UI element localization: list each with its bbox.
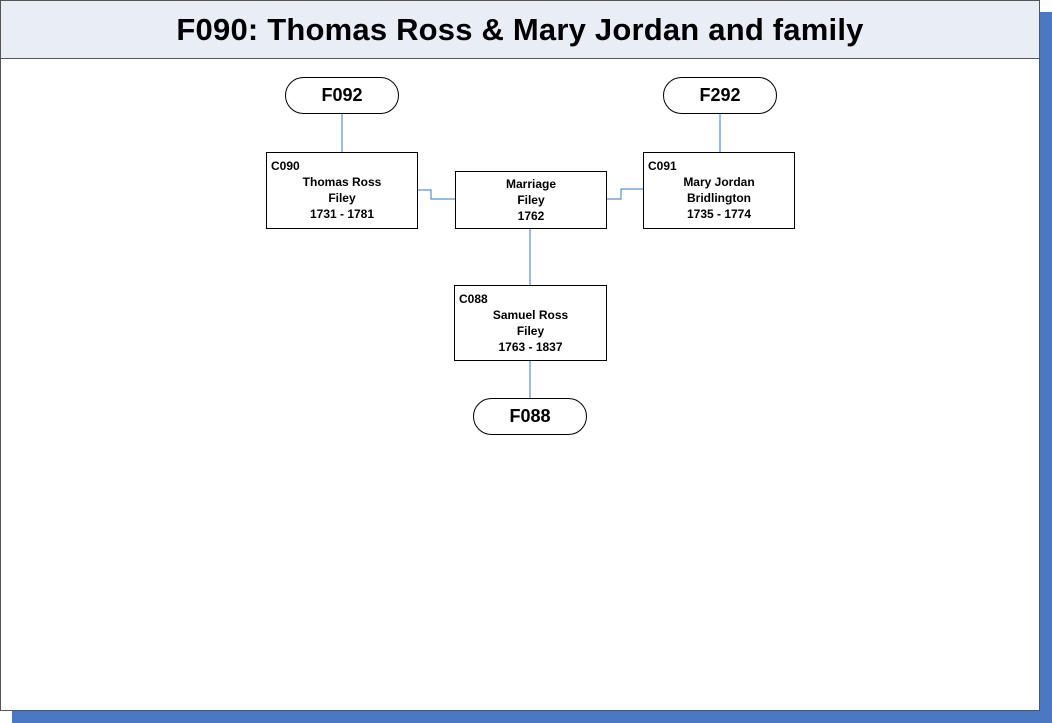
connector-mother-to-marriage [606, 188, 643, 200]
marriage-year: 1762 [517, 209, 545, 223]
diagram-page: F090: Thomas Ross & Mary Jordan and fami… [0, 0, 1040, 711]
connector-father-to-marriage [417, 189, 455, 200]
marriage-box: Marriage Filey 1762 [455, 171, 607, 229]
person-box-mother[interactable]: C091 Mary Jordan Bridlington 1735 - 1774 [643, 152, 795, 229]
person-dates: 1763 - 1837 [498, 340, 563, 354]
page-title: F090: Thomas Ross & Mary Jordan and fami… [176, 11, 864, 47]
family-link-f088[interactable]: F088 [473, 398, 587, 435]
person-place: Bridlington [687, 191, 751, 205]
connector-lines [341, 114, 721, 398]
marriage-place: Filey [517, 193, 545, 207]
person-dates: 1735 - 1774 [686, 207, 752, 221]
person-place: Filey [516, 324, 545, 338]
person-place: Filey [328, 191, 356, 205]
person-code: C091 [648, 159, 677, 173]
marriage-label: Marriage [505, 177, 557, 191]
person-code: C088 [459, 292, 488, 306]
title-bar: F090: Thomas Ross & Mary Jordan and fami… [1, 1, 1039, 59]
family-link-f292[interactable]: F292 [663, 77, 777, 114]
person-dates: 1731 - 1781 [309, 207, 375, 221]
person-box-father[interactable]: C090 Thomas Ross Filey 1731 - 1781 [266, 152, 418, 229]
person-box-child[interactable]: C088 Samuel Ross Filey 1763 - 1837 [454, 285, 607, 361]
person-code: C090 [271, 159, 300, 173]
person-name: Samuel Ross [492, 308, 569, 322]
family-link-f092[interactable]: F092 [285, 77, 399, 114]
person-name: Thomas Ross [302, 175, 382, 189]
person-name: Mary Jordan [683, 175, 755, 189]
